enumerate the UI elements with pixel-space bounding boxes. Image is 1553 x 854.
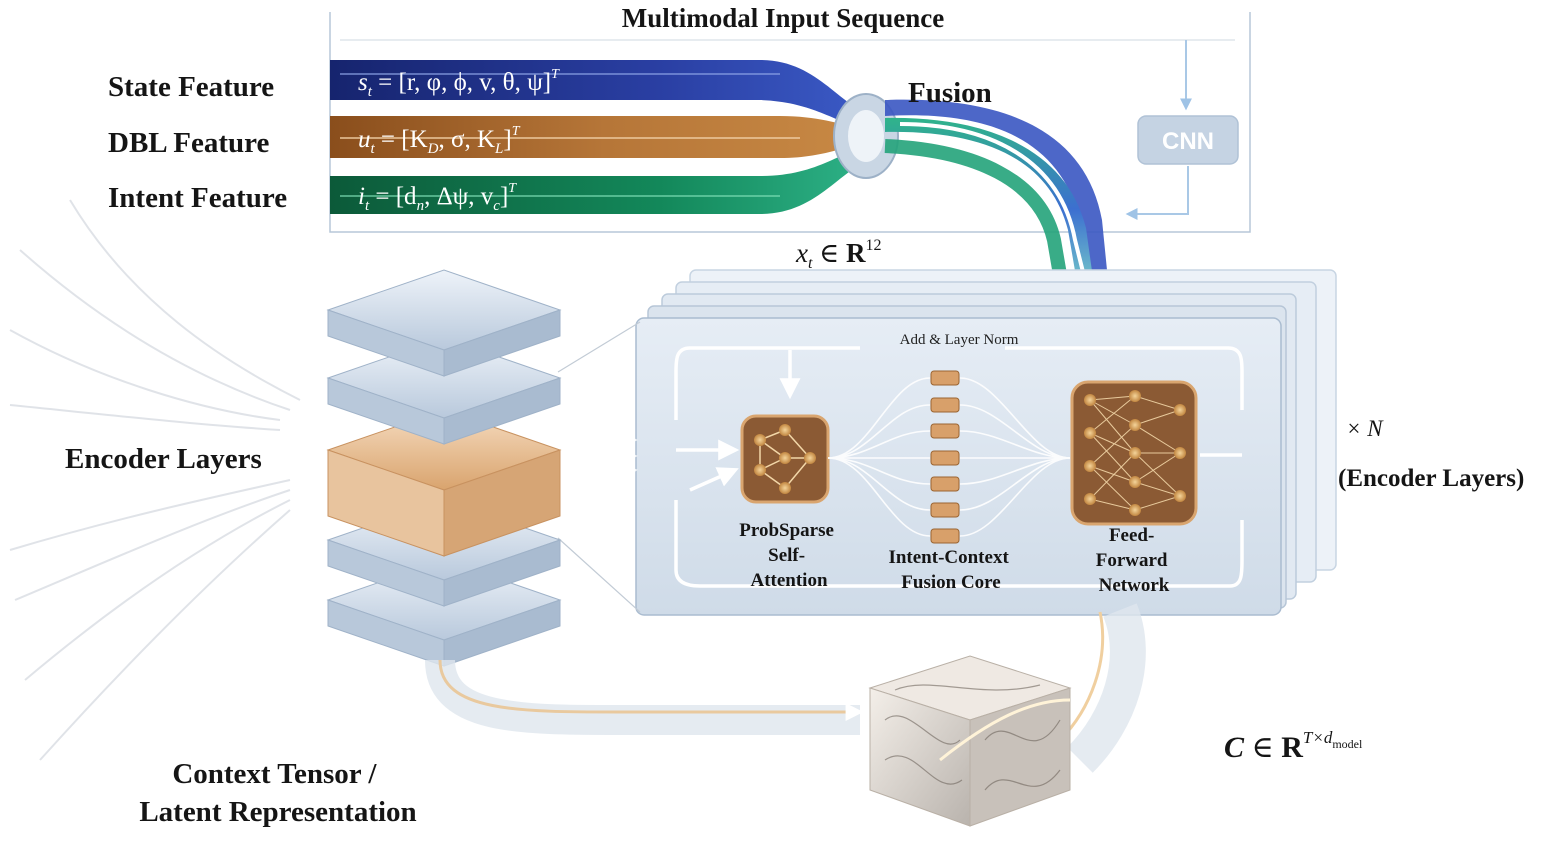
state-equation: st = [r, φ, ϕ, v, θ, ψ]T bbox=[358, 67, 560, 100]
cnn-side-path bbox=[1125, 40, 1192, 220]
fusion-core-label: Intent-Context Fusion Core bbox=[888, 547, 1013, 593]
state-feature-label: State Feature bbox=[108, 71, 274, 103]
encoder-layers-label: Encoder Layers bbox=[65, 443, 262, 475]
dbl-feature-label: DBL Feature bbox=[108, 127, 269, 159]
context-tensor-label: Context Tensor / Latent Representation bbox=[139, 758, 416, 828]
state-feature-band bbox=[330, 60, 880, 132]
input-sequence-title: Multimodal Input Sequence bbox=[622, 3, 945, 33]
merged-flow bbox=[884, 99, 1110, 300]
attention-label: ProbSparse Self- Attention bbox=[739, 520, 838, 591]
dbl-equation: ut = [KD, σ, KL]T bbox=[358, 124, 521, 157]
attention-block bbox=[740, 414, 830, 504]
ffn-label: Feed- Forward Network bbox=[1096, 525, 1173, 596]
c-equation: C ∈ RT×dmodel bbox=[1224, 728, 1363, 764]
repeat-label: (Encoder Layers) bbox=[1338, 465, 1524, 492]
add-layer-norm-label: Add & Layer Norm bbox=[900, 332, 1019, 348]
context-tensor-cube bbox=[868, 655, 1072, 827]
fusion-core-block bbox=[827, 370, 1071, 544]
decorative-streaks bbox=[9, 199, 301, 761]
ffn-block bbox=[1070, 380, 1198, 526]
encoder-layer-stack bbox=[326, 269, 641, 667]
fusion-label: Fusion bbox=[908, 77, 992, 109]
residual-connections bbox=[674, 346, 1244, 588]
cnn-label: CNN bbox=[1162, 128, 1214, 155]
dbl-feature-band bbox=[330, 116, 880, 158]
xt-equation: xt ∈ R12 bbox=[795, 237, 881, 272]
intent-feature-label: Intent Feature bbox=[108, 182, 287, 214]
intent-equation: it = [dn, Δψ, vc]T bbox=[358, 181, 517, 214]
cnn-box bbox=[1137, 115, 1239, 165]
fusion-node bbox=[833, 93, 899, 179]
repeat-count: × N bbox=[1346, 416, 1384, 441]
intent-feature-band bbox=[330, 142, 880, 214]
